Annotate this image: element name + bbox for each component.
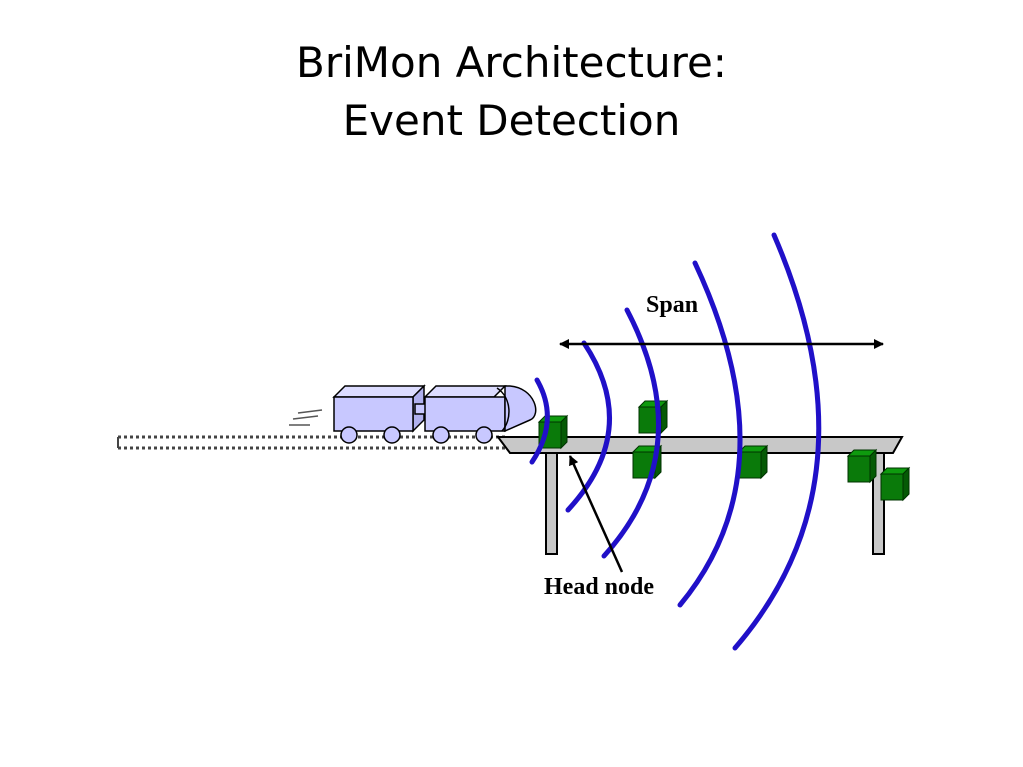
slide-title: BriMon Architecture: Event Detection	[0, 34, 1023, 150]
sensor-node	[847, 449, 877, 483]
head-node-label: Head node	[544, 574, 654, 600]
train	[289, 384, 537, 444]
radio-wave	[565, 340, 612, 513]
sensor-node	[880, 467, 910, 501]
sensor-node	[638, 400, 668, 434]
title-line-1: BriMon Architecture:	[296, 38, 727, 87]
sensor-node	[738, 445, 768, 479]
span-label: Span	[646, 292, 698, 318]
radio-wave	[529, 377, 550, 465]
radio-wave	[677, 260, 743, 608]
head-node-pointer	[568, 455, 624, 573]
bridge	[496, 436, 904, 555]
radio-wave	[732, 232, 822, 651]
title-line-2: Event Detection	[342, 96, 681, 145]
track	[117, 435, 505, 450]
